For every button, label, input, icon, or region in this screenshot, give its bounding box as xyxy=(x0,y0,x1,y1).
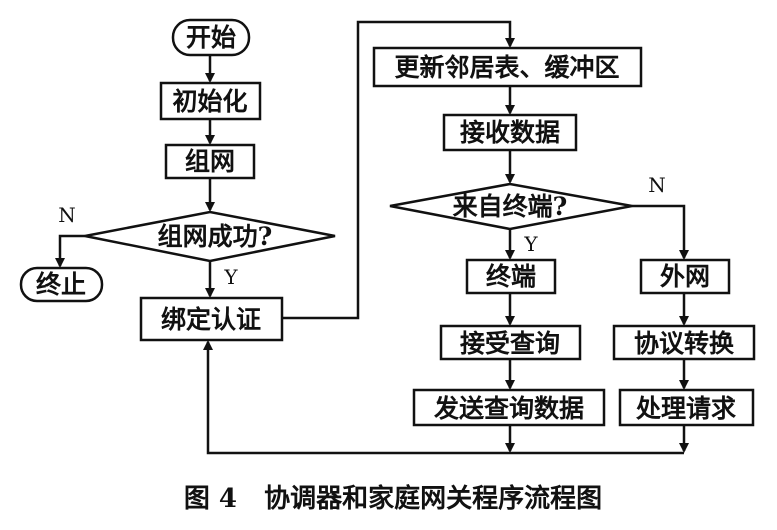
label-from-terminal-yes: Y xyxy=(523,232,538,256)
node-receive: 接收数据 xyxy=(442,113,578,152)
node-external: 外网 xyxy=(639,258,731,295)
figure-caption: 图 4 协调器和家庭网关程序流程图 xyxy=(184,483,602,514)
node-bind-auth: 绑定认证 xyxy=(139,296,284,342)
node-network: 组网 xyxy=(164,143,256,180)
label-network-ok-yes: Y xyxy=(223,265,238,289)
node-terminal: 终端 xyxy=(465,258,557,295)
node-accept-query: 接受查询 xyxy=(439,324,582,361)
node-protocol-convert: 协议转换 xyxy=(612,324,756,361)
node-receive-label: 接收数据 xyxy=(460,118,560,147)
node-external-label: 外网 xyxy=(660,262,710,291)
connectors xyxy=(55,20,689,455)
node-start-label: 开始 xyxy=(186,23,236,52)
node-terminate-label: 终止 xyxy=(36,270,86,299)
node-accept-query-label: 接受查询 xyxy=(460,329,560,358)
node-from-terminal-label: 来自终端? xyxy=(453,192,568,221)
node-send-query-data-label: 发送查询数据 xyxy=(433,394,584,423)
node-network-ok-label: 组网成功? xyxy=(158,222,273,251)
edge-loop-return-bind xyxy=(203,340,684,455)
node-start: 开始 xyxy=(171,18,251,57)
node-handle-request: 处理请求 xyxy=(618,388,755,427)
edge-decision-no-terminate xyxy=(55,234,85,268)
node-send-query-data: 发送查询数据 xyxy=(412,388,606,427)
node-update: 更新邻居表、缓冲区 xyxy=(372,46,643,88)
node-init-label: 初始化 xyxy=(172,87,247,116)
node-protocol-convert-label: 协议转换 xyxy=(634,329,735,358)
node-terminal-label: 终端 xyxy=(486,262,536,291)
node-bind-auth-label: 绑定认证 xyxy=(161,305,261,334)
edge-decision-no-external xyxy=(632,204,689,260)
node-network-label: 组网 xyxy=(185,147,235,176)
label-from-terminal-no: N xyxy=(648,173,666,197)
node-handle-request-label: 处理请求 xyxy=(635,394,736,423)
node-init: 初始化 xyxy=(159,81,262,121)
node-terminate: 终止 xyxy=(19,266,104,303)
edge-bind-update xyxy=(282,20,515,320)
node-network-ok-decision: 组网成功? xyxy=(84,210,336,263)
node-from-terminal-decision: 来自终端? xyxy=(389,182,633,231)
node-update-label: 更新邻居表、缓冲区 xyxy=(394,53,619,82)
label-network-ok-no: N xyxy=(58,203,76,227)
